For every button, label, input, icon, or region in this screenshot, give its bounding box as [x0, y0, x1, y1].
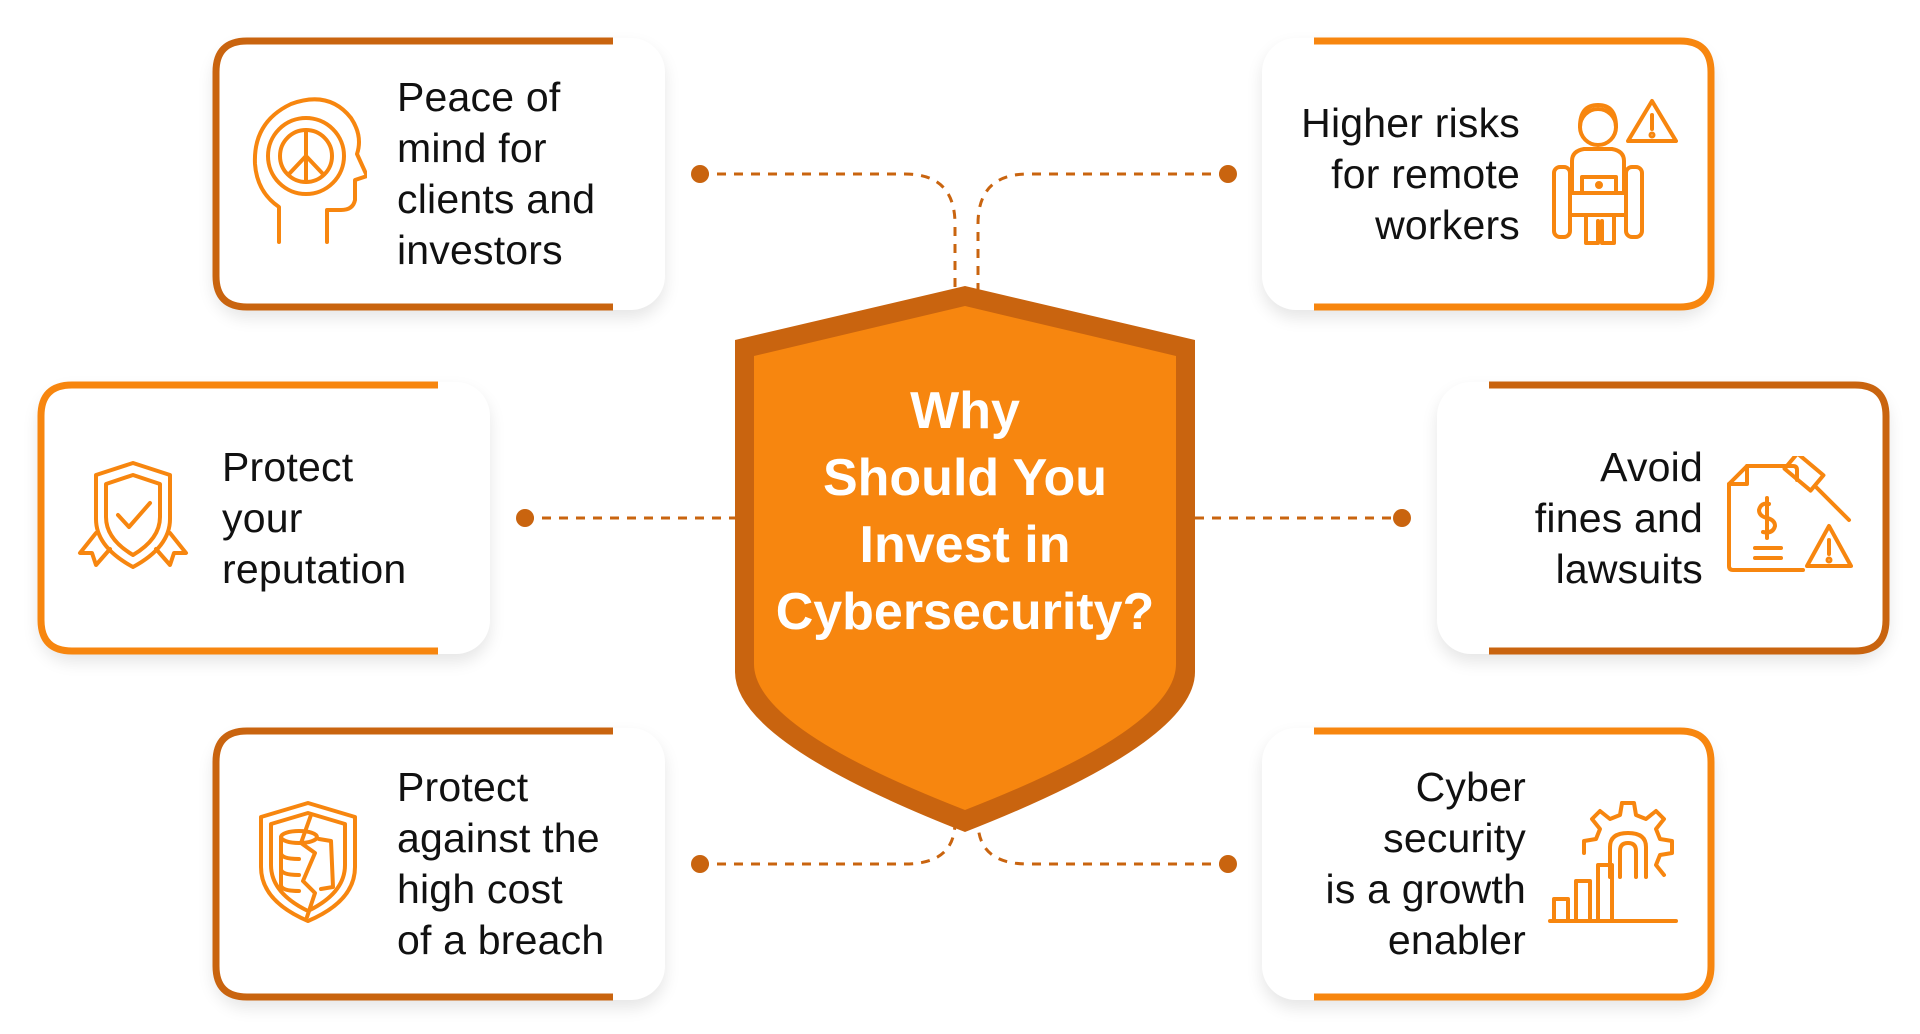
card-label: Cyber security is a growth enabler: [1325, 764, 1526, 963]
card-label: Protect against the high cost of a breac…: [397, 764, 605, 963]
card-label: Peace of mind for clients and investors: [397, 74, 596, 273]
card-breach: Protect against the high cost of a breac…: [212, 727, 665, 1001]
card-peace-of-mind: Peace of mind for clients and investors: [212, 37, 665, 311]
dot-peace-of-mind: [691, 165, 709, 183]
dot-breach: [691, 855, 709, 873]
peace-mind-head-icon: [249, 92, 369, 257]
gavel-invoice-warning-icon: [1725, 450, 1853, 581]
dot-reputation: [516, 509, 534, 527]
card-growth: Cyber security is a growth enabler: [1262, 727, 1715, 1001]
center-title: Why Should You Invest in Cybersecurity?: [775, 382, 1155, 641]
card-remote: Higher risks for remote workers: [1262, 37, 1715, 311]
remote-worker-warning-icon: [1542, 97, 1678, 252]
center-shield-inner: [754, 306, 1176, 810]
card-fines: Avoid fines and lawsuits: [1437, 381, 1890, 655]
connector-growth: [976, 821, 1228, 866]
broken-shield-database-icon: [249, 797, 367, 932]
card-label: Protect your reputation: [222, 443, 407, 592]
card-label: Higher risks for remote workers: [1301, 99, 1520, 248]
connector-dots: [516, 165, 1411, 873]
dot-growth: [1219, 855, 1237, 873]
card-label: Avoid fines and lawsuits: [1534, 443, 1703, 592]
center-shield: [735, 286, 1195, 832]
shield-check-icon: [74, 457, 192, 580]
connector-peace-of-mind: [700, 172, 957, 290]
dot-remote: [1219, 165, 1237, 183]
connectors: [525, 172, 1402, 866]
card-reputation: Protect your reputation: [37, 381, 490, 655]
connector-remote: [976, 172, 1228, 290]
gear-growth-chart-icon: [1548, 797, 1678, 932]
dot-fines: [1393, 509, 1411, 527]
connector-breach: [700, 821, 957, 866]
